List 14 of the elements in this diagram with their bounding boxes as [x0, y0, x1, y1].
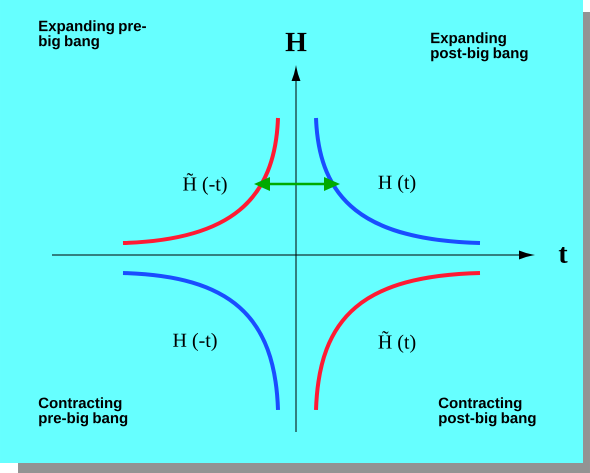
- hyperbola-curve: [122, 271, 280, 410]
- function-label: H̃ (-t): [183, 173, 227, 195]
- hyperbola-curve: [122, 118, 280, 245]
- region-label: Contracting pre-big bang: [38, 397, 128, 426]
- function-label: H (-t): [173, 332, 217, 352]
- hyperbola-curve: [314, 118, 480, 245]
- region-label: Contracting post-big bang: [438, 397, 536, 426]
- function-label: H̃ (t): [378, 331, 416, 353]
- axis-label: H: [286, 32, 306, 52]
- axis-label: t: [558, 246, 568, 263]
- region-label: Expanding pre-big bang: [39, 20, 146, 50]
- double-arrow: [254, 177, 340, 191]
- function-label: H (t): [378, 174, 416, 194]
- region-label: Expanding post-big bang: [431, 32, 528, 62]
